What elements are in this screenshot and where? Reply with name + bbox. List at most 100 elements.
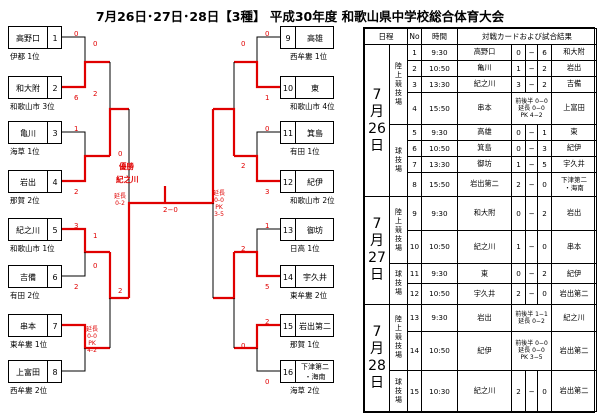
match-score-b: 2: [537, 59, 552, 77]
match-team-b: 吉備: [550, 75, 598, 93]
match-team-b: 岩出第二: [550, 330, 598, 372]
match-note: 前後半 1−1 延長 0−2: [511, 303, 552, 332]
schedule-date: 7 月 27 日: [364, 196, 390, 305]
team-name: 箕島: [307, 129, 323, 138]
bracket-line: [256, 36, 280, 62]
team-box-left: 串本 7: [8, 314, 62, 337]
match-score-a: 0: [511, 123, 526, 141]
bracket-line-winner: [234, 154, 280, 183]
match-score-a: 0: [511, 262, 526, 285]
match-team-b: 下津第二 ・海南: [550, 171, 598, 198]
team-name: 高雄: [307, 34, 323, 43]
score-dash: −: [525, 370, 538, 412]
match-score: 0: [241, 342, 246, 350]
team-name: 宇久井: [303, 273, 327, 282]
match-team-b: 和大附: [550, 44, 598, 61]
team-seed: 10: [281, 77, 296, 98]
match-number: 8: [407, 171, 422, 198]
match-score: 0: [93, 40, 98, 48]
bracket-line: [62, 348, 86, 372]
bracket-line-winner: [234, 250, 280, 278]
schedule-venue: 陸 上 競 技 場: [389, 303, 408, 372]
match-number: 14: [407, 330, 422, 372]
match-number: 5: [407, 123, 422, 141]
bracket-line: [256, 228, 280, 252]
match-team-a: 東: [457, 262, 512, 285]
team-seed: 14: [281, 266, 296, 287]
match-time: 10:50: [421, 139, 458, 157]
team-seed: 3: [47, 122, 62, 143]
score-dash: −: [525, 262, 538, 285]
team-name: 御坊: [307, 226, 323, 235]
match-team-a: 和大附: [457, 196, 512, 231]
r1-note-left: 延長 0-0 PK 4-2: [86, 326, 99, 354]
team-box-right: 13 御坊: [280, 218, 334, 241]
team-box-right: 10 東: [280, 76, 334, 99]
match-time: 13:30: [421, 155, 458, 173]
match-note: 前後半 0−0 延長 0−0 PK 3−5: [511, 330, 552, 372]
match-time: 9:30: [421, 262, 458, 285]
match-score-b: 0: [537, 370, 552, 412]
match-team-a: 紀之川: [457, 229, 512, 265]
schedule-venue: 球 技 場: [389, 263, 408, 305]
match-score: 1: [93, 232, 98, 240]
team-name: 串本: [20, 322, 36, 331]
match-score: 1: [265, 222, 270, 230]
match-score: 0: [265, 30, 270, 38]
score-dash: −: [525, 196, 538, 231]
team-seed: 6: [47, 266, 62, 287]
match-score-a: 0: [511, 44, 526, 61]
match-team-a: 串本: [457, 91, 512, 125]
team-qualifier: 海草 2位: [290, 386, 320, 395]
match-score: 1: [265, 94, 270, 102]
match-score: 2: [265, 318, 270, 326]
schedule-venue: 球 技 場: [389, 370, 408, 412]
team-seed: 7: [47, 315, 62, 336]
schedule-date: 7 月 26 日: [364, 43, 390, 198]
team-qualifier: 和歌山市 1位: [10, 244, 55, 253]
team-seed: 8: [47, 361, 62, 382]
match-score-b: 3: [537, 139, 552, 157]
match-team-b: 岩出: [550, 196, 598, 231]
team-name: 和大附: [16, 84, 40, 93]
match-score: 0: [241, 40, 246, 48]
bracket-line-winner: [213, 252, 236, 300]
match-time: 10:50: [421, 229, 458, 265]
bracket-line: [256, 348, 280, 372]
match-team-b: 岩出: [550, 59, 598, 77]
match-time: 10:50: [421, 59, 458, 77]
match-note: 前後半 0−0 延長 0−0 PK 4−2: [511, 91, 552, 125]
match-team-b: 岩出第二: [550, 283, 598, 305]
match-number: 10: [407, 229, 422, 265]
match-score-a: 2: [511, 283, 526, 305]
match-score: 3: [265, 188, 270, 196]
match-score: 0: [93, 262, 98, 270]
team-name: 下津第二 ・海南: [301, 363, 329, 381]
team-qualifier: 東牟婁 1位: [10, 340, 48, 349]
champion-label: 優勝: [119, 162, 134, 171]
match-score-a: 1: [511, 59, 526, 77]
score-dash: −: [525, 155, 538, 173]
match-number: 1: [407, 44, 422, 61]
match-number: 15: [407, 370, 422, 412]
bracket-line: [62, 131, 86, 156]
team-name: 東: [311, 84, 319, 93]
schedule-date: 7 月 28 日: [364, 303, 390, 413]
schedule-header: 日程: [364, 28, 408, 45]
match-team-a: 高雄: [457, 123, 512, 141]
bracket-line: [62, 252, 86, 277]
match-score-b: 0: [537, 283, 552, 305]
match-score: 2: [74, 283, 79, 291]
schedule-header: No: [407, 28, 422, 45]
bracket-line-winner: [234, 323, 280, 350]
team-seed: 1: [47, 27, 62, 48]
team-name: 亀川: [20, 129, 36, 138]
team-seed: 13: [281, 219, 296, 240]
